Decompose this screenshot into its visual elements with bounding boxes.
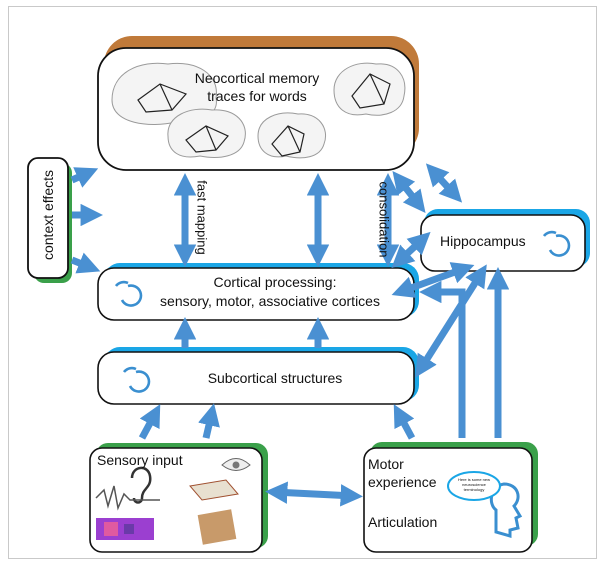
arrow-neocortex-hippocampus-2 [425,163,463,203]
hippocampus-node [420,209,590,272]
context-label: context effects [40,170,56,261]
consolidation-label: consolidation [376,181,392,258]
speech-bubble-text: Here is some new neuroscience terminolog… [457,477,490,492]
waveform-icon [95,485,160,511]
sensory-node [89,443,268,553]
subcortical-node [97,347,419,405]
trace-network-icon [137,73,391,157]
motor-node [363,442,538,553]
arrow-sensory-motor [265,481,363,507]
cortical-label-1: Cortical processing: [213,274,337,290]
hippocampus-cycle-icon [542,230,571,257]
arrow-context-cortical [70,252,101,274]
context-box [27,157,69,279]
arrow-cortical-hippocampus-1 [391,231,431,269]
speech-bubble-icon [447,471,501,501]
context-node [27,157,72,283]
scroll-icon [197,509,237,545]
motor-label-1: Motor [368,456,404,472]
subcortical-box [97,351,415,405]
arrow-sensory-subcortical-1 [138,404,161,440]
ear-icon [130,466,152,504]
arrow-subcortical-hippocampus [415,264,487,378]
sensory-label: Sensory input [97,452,183,468]
arrow-neocortex-hippocampus-1 [392,170,426,214]
arrow-sensory-subcortical-2 [198,403,220,439]
book-icon [189,479,239,501]
arrow-context-neocortex [70,167,99,188]
subcortical-cycle-icon [122,366,151,393]
cortical-label-2: sensory, motor, associative cortices [160,293,380,309]
cortical-cycle-icon [114,280,143,307]
cortical-node [97,263,419,321]
hippocampus-label: Hippocampus [440,233,526,249]
neocortex-label-1: Neocortical memory [194,70,320,86]
neocortex-label-2: traces for words [207,88,307,104]
motor-label-2: experience [368,474,437,490]
arrows [70,163,510,507]
figure-frame [8,6,597,559]
neocortex-node [97,36,419,171]
fast-mapping-label: fast mapping [194,180,210,255]
speaker-head-icon [489,482,523,538]
subcortical-label: Subcortical structures [207,370,343,386]
cycle-icons [114,230,571,393]
arrow-motor-subcortical [393,404,416,440]
arrow-motor-cortical [419,280,466,438]
motor-label-3: Articulation [368,514,438,530]
